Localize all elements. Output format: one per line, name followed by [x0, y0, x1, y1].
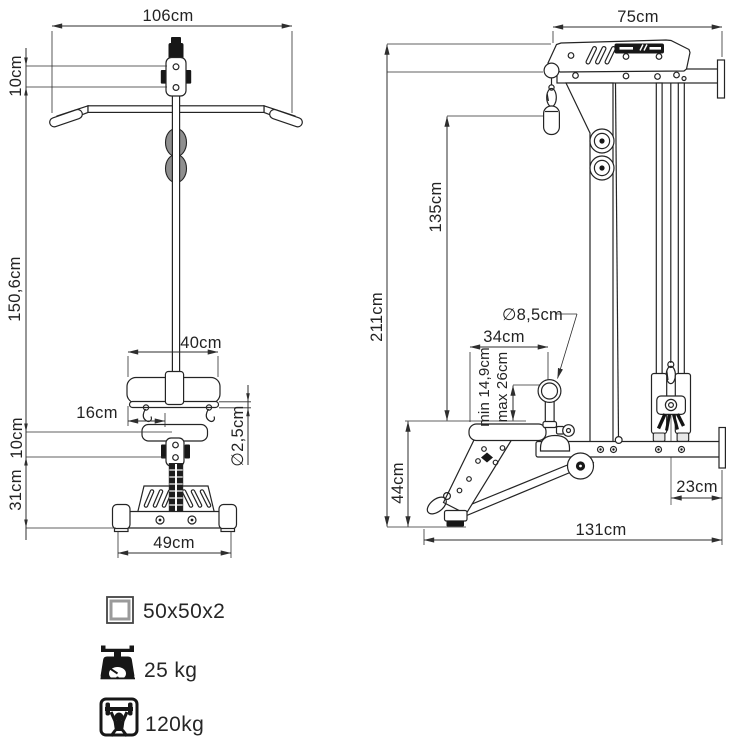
- seat-assembly-side: [468, 379, 575, 452]
- dim-handle-height: 135cm: [427, 181, 445, 232]
- holder-straps: [656, 413, 686, 431]
- seat-column-sleeve: [164, 370, 185, 406]
- front-view: 106cm 10cm 150,6cm 10cm 31cm 40cm 16cm: [6, 7, 303, 558]
- seat-bracket: [442, 439, 513, 515]
- lower-connector-plate: [161, 437, 190, 467]
- dim-head-length: 75cm: [617, 8, 659, 26]
- roller-clamp: [542, 420, 558, 429]
- legend-profile-label: 50x50x2: [143, 600, 225, 623]
- side-clip-right: [185, 70, 192, 84]
- dim-base-width: 49cm: [153, 534, 195, 552]
- vent-slots-icon: [585, 46, 616, 65]
- dim-seat-height: 44cm: [389, 462, 407, 504]
- dim-seat-offset: 16cm: [76, 404, 118, 422]
- brand-mark-icon: [481, 452, 493, 463]
- dim-link-spacing-top: 10cm: [7, 55, 25, 97]
- seat-post-dome: [539, 434, 571, 452]
- head-assembly: [547, 39, 726, 99]
- foot-carabiner-icon: [426, 496, 447, 515]
- max-load-icon: [99, 697, 139, 737]
- dim-bar-width: 106cm: [142, 7, 193, 25]
- side-dimensions: 75cm 211cm 135cm 44cm 34cm min 14,9cm ma…: [368, 8, 723, 545]
- dim-stack-offset: 23cm: [676, 478, 718, 496]
- legend: 50x50x2 25 kg: [99, 596, 225, 737]
- front-dimensions: 106cm 10cm 150,6cm 10cm 31cm 40cm 16cm: [6, 7, 293, 558]
- dim-adjust-min: min 14,9cm: [476, 347, 493, 427]
- base-cap-left: [111, 503, 131, 530]
- stack-carabiner-icon: [665, 360, 677, 385]
- dim-total-height: 211cm: [368, 292, 386, 342]
- brand-badge-icon: [614, 43, 664, 54]
- bench-frame: [426, 439, 595, 527]
- legend-weight-label: 25 kg: [144, 659, 197, 682]
- pulleys: [589, 128, 615, 181]
- dim-base-height: 31cm: [7, 469, 25, 511]
- base-cap-right: [218, 503, 238, 530]
- legend-max-load-label: 120kg: [145, 713, 204, 736]
- legend-item-max-load: 120kg: [99, 697, 204, 737]
- guide-rod-rear: [677, 82, 685, 376]
- front-cable: [614, 82, 620, 438]
- top-connector-plate: [160, 56, 192, 97]
- dim-column-height: 150,6cm: [6, 256, 24, 321]
- legend-item-weight: 25 kg: [100, 645, 197, 682]
- adjustment-stack: [168, 463, 184, 514]
- weight-plate-holder: [656, 395, 686, 431]
- base-front: [111, 503, 238, 533]
- front-foot: [443, 509, 468, 522]
- cable-end-fitting: [168, 37, 184, 59]
- cable-end-ball: [614, 436, 623, 445]
- dim-seat-depth: 34cm: [483, 328, 525, 346]
- dim-seat-width: 40cm: [180, 334, 222, 352]
- dim-link-spacing-bottom: 10cm: [8, 417, 26, 459]
- side-view: 75cm 211cm 135cm 44cm 34cm min 14,9cm ma…: [368, 8, 727, 545]
- dim-adjust-max: max 26cm: [494, 352, 511, 423]
- bar-grip-left: [49, 108, 83, 128]
- side-clip-left: [160, 70, 167, 84]
- seat-pad-side: [468, 423, 547, 442]
- single-handle: [542, 105, 560, 136]
- adjust-knob: [562, 424, 575, 437]
- cable-ball-stop: [543, 62, 560, 79]
- scale-icon: [100, 645, 135, 680]
- dim-roller-diameter: ∅8,5cm: [502, 306, 563, 324]
- dim-base-length: 131cm: [575, 521, 626, 539]
- beam-end-flange: [718, 426, 727, 469]
- bar-grip-right: [269, 108, 303, 128]
- center-column-bar: [171, 94, 181, 381]
- dim-bar-diameter: ∅2,5cm: [229, 405, 247, 466]
- guide-rod-front: [655, 82, 663, 376]
- wall-flange: [716, 59, 726, 99]
- front-handle-assembly: [542, 62, 560, 136]
- legend-item-profile: 50x50x2: [106, 596, 225, 624]
- tube-profile-icon: [106, 596, 134, 624]
